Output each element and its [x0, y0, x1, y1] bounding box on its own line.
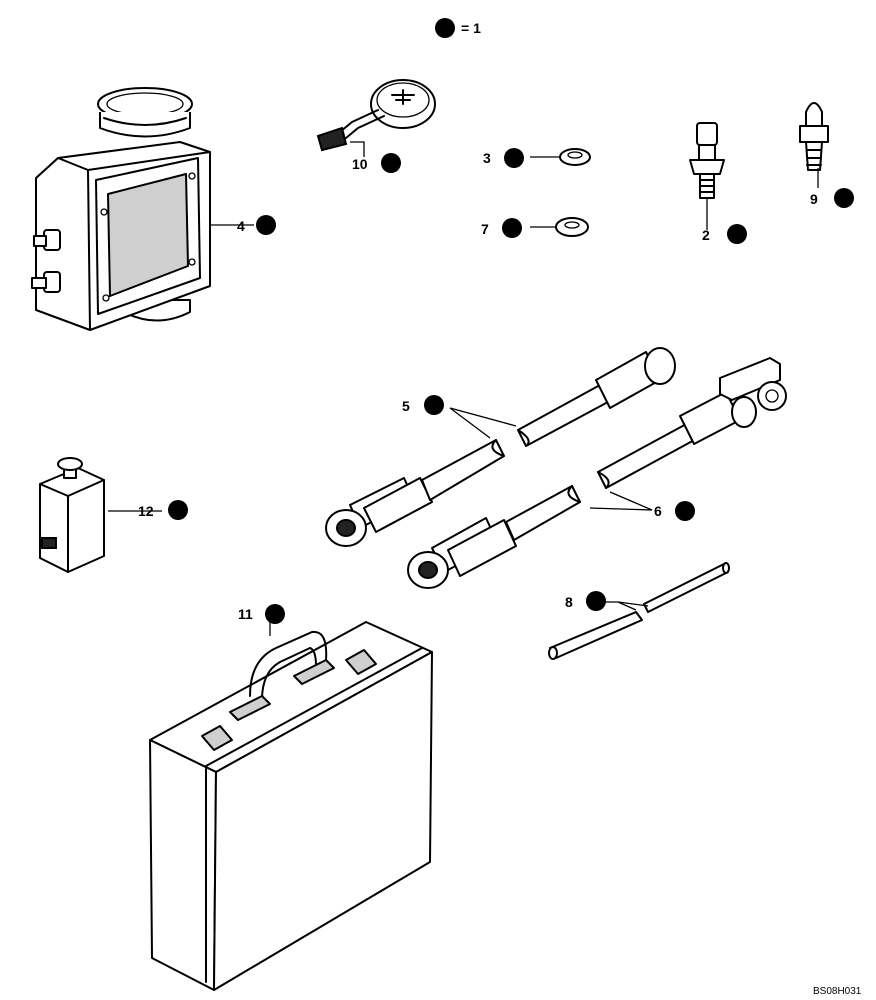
- callout-2: 2: [702, 224, 747, 244]
- callout-10-dot-icon: [381, 153, 401, 173]
- callout-2-label: 2: [702, 227, 710, 243]
- callout-4-label: 4: [237, 218, 245, 234]
- callout-7: 7: [481, 218, 522, 238]
- part-6-hose: [407, 357, 787, 589]
- legend-text: = 1: [461, 20, 481, 36]
- legend: = 1: [435, 18, 481, 38]
- callout-4: 4: [237, 215, 276, 235]
- callout-8-dot-icon: [586, 591, 606, 611]
- callout-12-label: 12: [138, 503, 154, 519]
- callout-4-dot-icon: [256, 215, 276, 235]
- callout-12-dot-icon: [168, 500, 188, 520]
- callout-3-dot-icon: [504, 148, 524, 168]
- part-11-case: [149, 621, 433, 991]
- callout-11-label: 11: [238, 606, 253, 622]
- callout-9-dot-icon: [834, 188, 854, 208]
- callout-3-label: 3: [483, 150, 491, 166]
- callout-6-dot-icon: [675, 501, 695, 521]
- callout-9-label: 9: [810, 191, 818, 207]
- part-12-block: [39, 457, 105, 573]
- callout-8-label: 8: [565, 594, 573, 610]
- callout-10: 10: [352, 153, 401, 173]
- part-5-hose: [325, 347, 676, 547]
- part-8-rod: [548, 562, 730, 660]
- part-4-flow-housing: [31, 87, 211, 331]
- part-3-seal-ring: [559, 148, 591, 166]
- callout-5: 5: [402, 395, 444, 415]
- part-10-pressure-gauge: [316, 79, 436, 152]
- callout-7-dot-icon: [502, 218, 522, 238]
- callout-5-label: 5: [402, 398, 410, 414]
- leader-lines: [108, 141, 819, 636]
- callout-11: 11: [238, 604, 285, 624]
- callout-12: 12: [138, 500, 188, 520]
- callout-8: 8: [565, 591, 606, 611]
- callout-5-dot-icon: [424, 395, 444, 415]
- legend-dot-icon: [435, 18, 455, 38]
- callout-10-label: 10: [352, 156, 368, 172]
- part-2-adapter: [689, 122, 725, 199]
- part-9-nipple: [799, 102, 829, 171]
- callout-7-label: 7: [481, 221, 489, 237]
- reference-code: BS08H031: [813, 986, 862, 997]
- callout-2-dot-icon: [727, 224, 747, 244]
- callout-3: 3: [483, 148, 524, 168]
- callout-6: 6: [654, 501, 695, 521]
- part-7-seal-ring: [555, 217, 589, 237]
- callout-6-label: 6: [654, 503, 662, 519]
- callout-9: 9: [810, 188, 854, 208]
- callout-11-dot-icon: [265, 604, 285, 624]
